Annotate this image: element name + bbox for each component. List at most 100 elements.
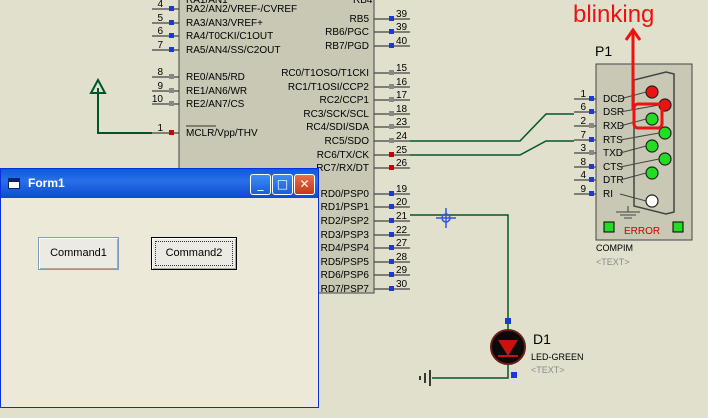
compim-name: COMPIM xyxy=(596,243,633,253)
compim-status-led xyxy=(645,166,659,180)
power-terminal-icon xyxy=(89,77,107,94)
compim-pin-label: TXD xyxy=(603,148,623,159)
mcu-pin-number: 39 xyxy=(396,22,408,33)
mcu-pin-label: RC0/T1OSO/T1CKI xyxy=(281,68,369,79)
mcu-pin-number: 40 xyxy=(396,36,408,47)
led-d1[interactable] xyxy=(490,318,526,378)
compim-error-label: ERROR xyxy=(624,226,660,237)
pin-state-marker xyxy=(169,88,174,93)
compim-body[interactable] xyxy=(595,63,693,241)
form1-client-area: Command1 Command2 xyxy=(4,199,315,405)
compim-status-led xyxy=(645,139,659,153)
compim-pin-number: 8 xyxy=(580,157,586,168)
compim-internal-line xyxy=(619,158,660,168)
compim-status-right xyxy=(672,221,684,233)
mcu-pin-number: 1 xyxy=(157,123,163,134)
compim-pin-number: 3 xyxy=(580,143,586,154)
mcu-pin-label: RB5 xyxy=(350,14,370,25)
mcu-pin-label: RE1/AN6/WR xyxy=(186,86,247,97)
compim-pin-label: DCD xyxy=(603,94,625,105)
pin-state-marker xyxy=(589,96,594,101)
pin-state-marker xyxy=(169,101,174,106)
mcu-pin-label: RC1/T1OSI/CCP2 xyxy=(288,82,370,93)
mcu-pin-number: 25 xyxy=(396,145,408,156)
mcu-pin-label: RC3/SCK/SCL xyxy=(303,109,369,120)
pin-state-marker xyxy=(169,20,174,25)
mcu-pin-label: RC4/SDI/SDA xyxy=(306,122,369,133)
pin-state-marker xyxy=(169,130,174,135)
mcu-pin-label: RB6/PGC xyxy=(325,27,369,38)
compim-status-led xyxy=(645,85,659,99)
compim-pin-number: 4 xyxy=(580,170,586,181)
compim-pin-number: 7 xyxy=(580,130,586,141)
pin-state-marker xyxy=(589,164,594,169)
form1-titlebar[interactable]: Form1 _ □ ✕ xyxy=(1,169,318,198)
mcu-pin-label: RA2/AN2/VREF-/CVREF xyxy=(186,4,297,15)
compim-leds xyxy=(619,85,672,208)
annotation-arrow xyxy=(624,27,664,130)
mcu-pin-number: 24 xyxy=(396,131,408,142)
mcu-pin-number: 39 xyxy=(396,9,408,20)
mcu-pin-label: RE2/AN7/CS xyxy=(186,99,245,110)
led-wire[interactable] xyxy=(410,208,509,379)
pin-state-marker xyxy=(389,97,394,102)
led-name: LED-GREEN xyxy=(531,352,584,362)
mcu-pin-number: 21 xyxy=(396,211,408,222)
form1-title: Form1 xyxy=(28,176,65,190)
compim-internal-line xyxy=(619,104,660,113)
compim-pin-label: DSR xyxy=(603,107,624,118)
pin-state-marker xyxy=(169,6,174,11)
close-button[interactable]: ✕ xyxy=(294,174,315,195)
led-text-placeholder: <TEXT> xyxy=(531,365,565,375)
mcu-pin-number: 22 xyxy=(396,225,408,236)
mcu-pin-number: 5 xyxy=(157,13,163,24)
mcu-pin-label: RD7/PSP7 xyxy=(321,284,370,295)
mcu-pin-number: 20 xyxy=(396,197,408,208)
compim-status-led xyxy=(645,112,659,126)
compim-internal-line xyxy=(619,132,660,141)
mcu-pin-label: RC6/TX/CK xyxy=(317,150,370,161)
pin-state-marker xyxy=(389,191,394,196)
pin-state-marker xyxy=(589,177,594,182)
serial-wires[interactable] xyxy=(410,113,574,156)
mclr-wire[interactable] xyxy=(89,77,152,134)
mcu-pin-label: RE0/AN5/RD xyxy=(186,72,245,83)
pin-state-marker xyxy=(589,109,594,114)
mcu-pin-label: RD5/PSP5 xyxy=(321,257,370,268)
pin-state-marker xyxy=(389,138,394,143)
pin-state-marker xyxy=(389,204,394,209)
mcu-pin-number: 16 xyxy=(396,77,408,88)
pin-state-marker xyxy=(589,137,594,142)
compim-pin-label: CTS xyxy=(603,162,623,173)
mcu-pin-number: 28 xyxy=(396,252,408,263)
command2-button[interactable]: Command2 xyxy=(151,237,237,270)
pin-state-marker xyxy=(389,286,394,291)
maximize-button[interactable]: □ xyxy=(272,174,293,195)
mcu-pin-label: RD3/PSP3 xyxy=(321,230,370,241)
compim-status-led xyxy=(658,126,672,140)
mcu-pin-label: MCLR/Vpp/THV xyxy=(186,128,258,139)
compim-status-led xyxy=(645,194,659,208)
pin-state-marker xyxy=(169,47,174,52)
mcu-pin-number: 7 xyxy=(157,40,163,51)
pin-state-marker xyxy=(389,165,394,170)
pin-state-marker xyxy=(389,152,394,157)
pin-state-marker xyxy=(389,272,394,277)
ground-icon xyxy=(419,370,431,386)
mcu-pin-number: 30 xyxy=(396,279,408,290)
mcu-pin-label: RD2/PSP2 xyxy=(321,216,370,227)
mcu-pin-number: 26 xyxy=(396,158,408,169)
db9-connector-icon xyxy=(633,71,675,215)
mcu-pin-number: 29 xyxy=(396,265,408,276)
mcu-pin-label: RA4/T0CKI/C1OUT xyxy=(186,31,273,42)
form1-window[interactable]: Form1 _ □ ✕ Command1 Command2 xyxy=(0,168,319,408)
mcu-pin-number: 6 xyxy=(157,26,163,37)
pin-state-marker xyxy=(169,33,174,38)
command1-button[interactable]: Command1 xyxy=(38,237,119,270)
mcu-right-pins: 39RB539RB6/PGC40RB7/PGD15RC0/T1OSO/T1CKI… xyxy=(281,9,410,295)
minimize-button[interactable]: _ xyxy=(250,174,271,195)
pin-state-marker xyxy=(389,84,394,89)
